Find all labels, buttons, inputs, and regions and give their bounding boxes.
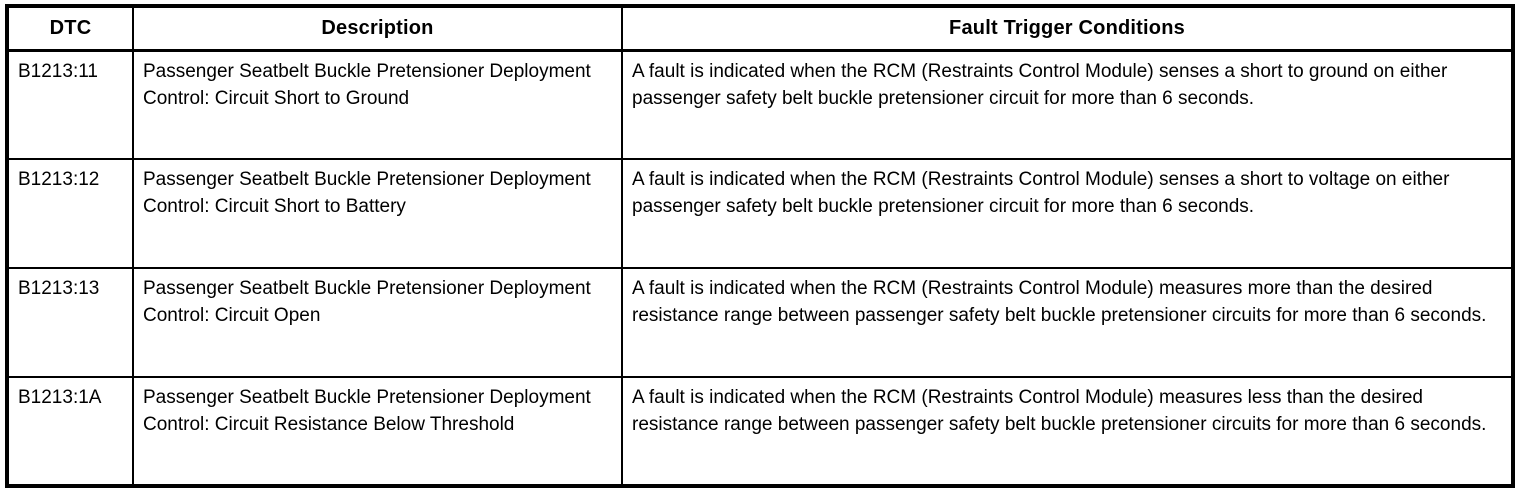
header-row: DTC Description Fault Trigger Conditions [6, 5, 1514, 52]
fault-trigger-conditions-cell: A fault is indicated when the RCM (Restr… [621, 376, 1514, 487]
dtc-code-cell: B1213:13 [6, 267, 134, 378]
table-row: B1213:11 Passenger Seatbelt Buckle Prete… [6, 49, 1514, 160]
fault-trigger-conditions-cell: A fault is indicated when the RCM (Restr… [621, 158, 1514, 269]
table-row: B1213:12 Passenger Seatbelt Buckle Prete… [6, 158, 1514, 269]
description-cell: Passenger Seatbelt Buckle Pretensioner D… [132, 376, 623, 487]
fault-trigger-conditions-cell: A fault is indicated when the RCM (Restr… [621, 267, 1514, 378]
description-cell: Passenger Seatbelt Buckle Pretensioner D… [132, 158, 623, 269]
column-header-fault-trigger-conditions: Fault Trigger Conditions [621, 5, 1514, 52]
table-body: B1213:11 Passenger Seatbelt Buckle Prete… [6, 49, 1514, 487]
fault-trigger-conditions-cell: A fault is indicated when the RCM (Restr… [621, 49, 1514, 160]
dtc-code-cell: B1213:1A [6, 376, 134, 487]
table-header: DTC Description Fault Trigger Conditions [6, 5, 1514, 52]
dtc-code-cell: B1213:12 [6, 158, 134, 269]
description-cell: Passenger Seatbelt Buckle Pretensioner D… [132, 49, 623, 160]
table-row: B1213:13 Passenger Seatbelt Buckle Prete… [6, 267, 1514, 378]
description-cell: Passenger Seatbelt Buckle Pretensioner D… [132, 267, 623, 378]
dtc-fault-table: DTC Description Fault Trigger Conditions… [5, 4, 1515, 488]
dtc-code-cell: B1213:11 [6, 49, 134, 160]
column-header-dtc: DTC [6, 5, 134, 52]
column-header-description: Description [132, 5, 623, 52]
table-row: B1213:1A Passenger Seatbelt Buckle Prete… [6, 376, 1514, 487]
